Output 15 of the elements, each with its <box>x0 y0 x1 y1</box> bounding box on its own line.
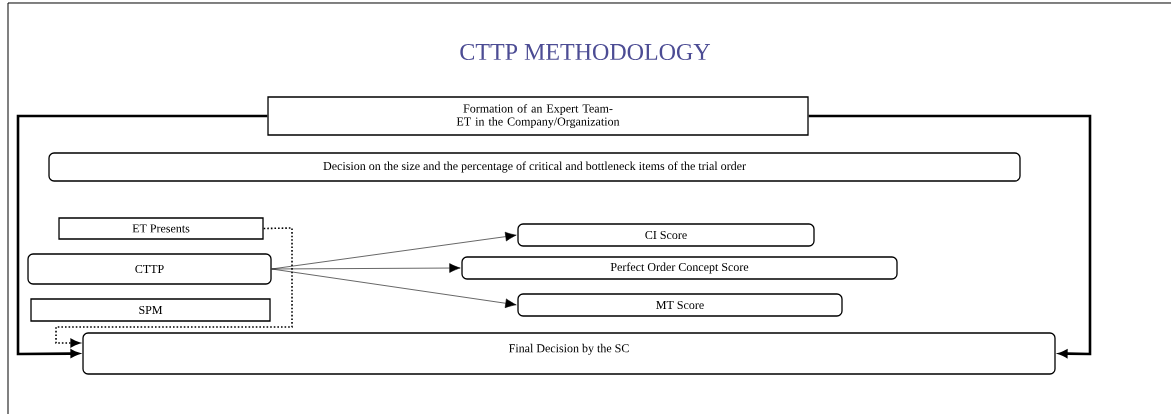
arrow <box>55 227 293 348</box>
arrow <box>16 114 268 358</box>
score-box: Perfect Order Concept Score <box>461 256 898 280</box>
title: CTTP METHODOLOGY <box>460 43 711 61</box>
process-box: Formation of an Expert Team-ET in the Company/Organization <box>267 96 809 136</box>
arrow <box>271 263 461 273</box>
process-box: Decision on the size and the percentage of critical and bottleneck items of the trial order <box>48 152 1021 182</box>
arrow <box>808 114 1092 358</box>
process-box: CTTP <box>27 253 272 285</box>
arrow <box>271 268 517 308</box>
process-box: ET Presents <box>58 217 264 240</box>
score-box: MT Score <box>517 293 843 317</box>
process-box: SPM <box>30 298 271 322</box>
decision-box: Final Decision by the SC <box>82 332 1056 375</box>
score-box: CI Score <box>517 223 815 247</box>
